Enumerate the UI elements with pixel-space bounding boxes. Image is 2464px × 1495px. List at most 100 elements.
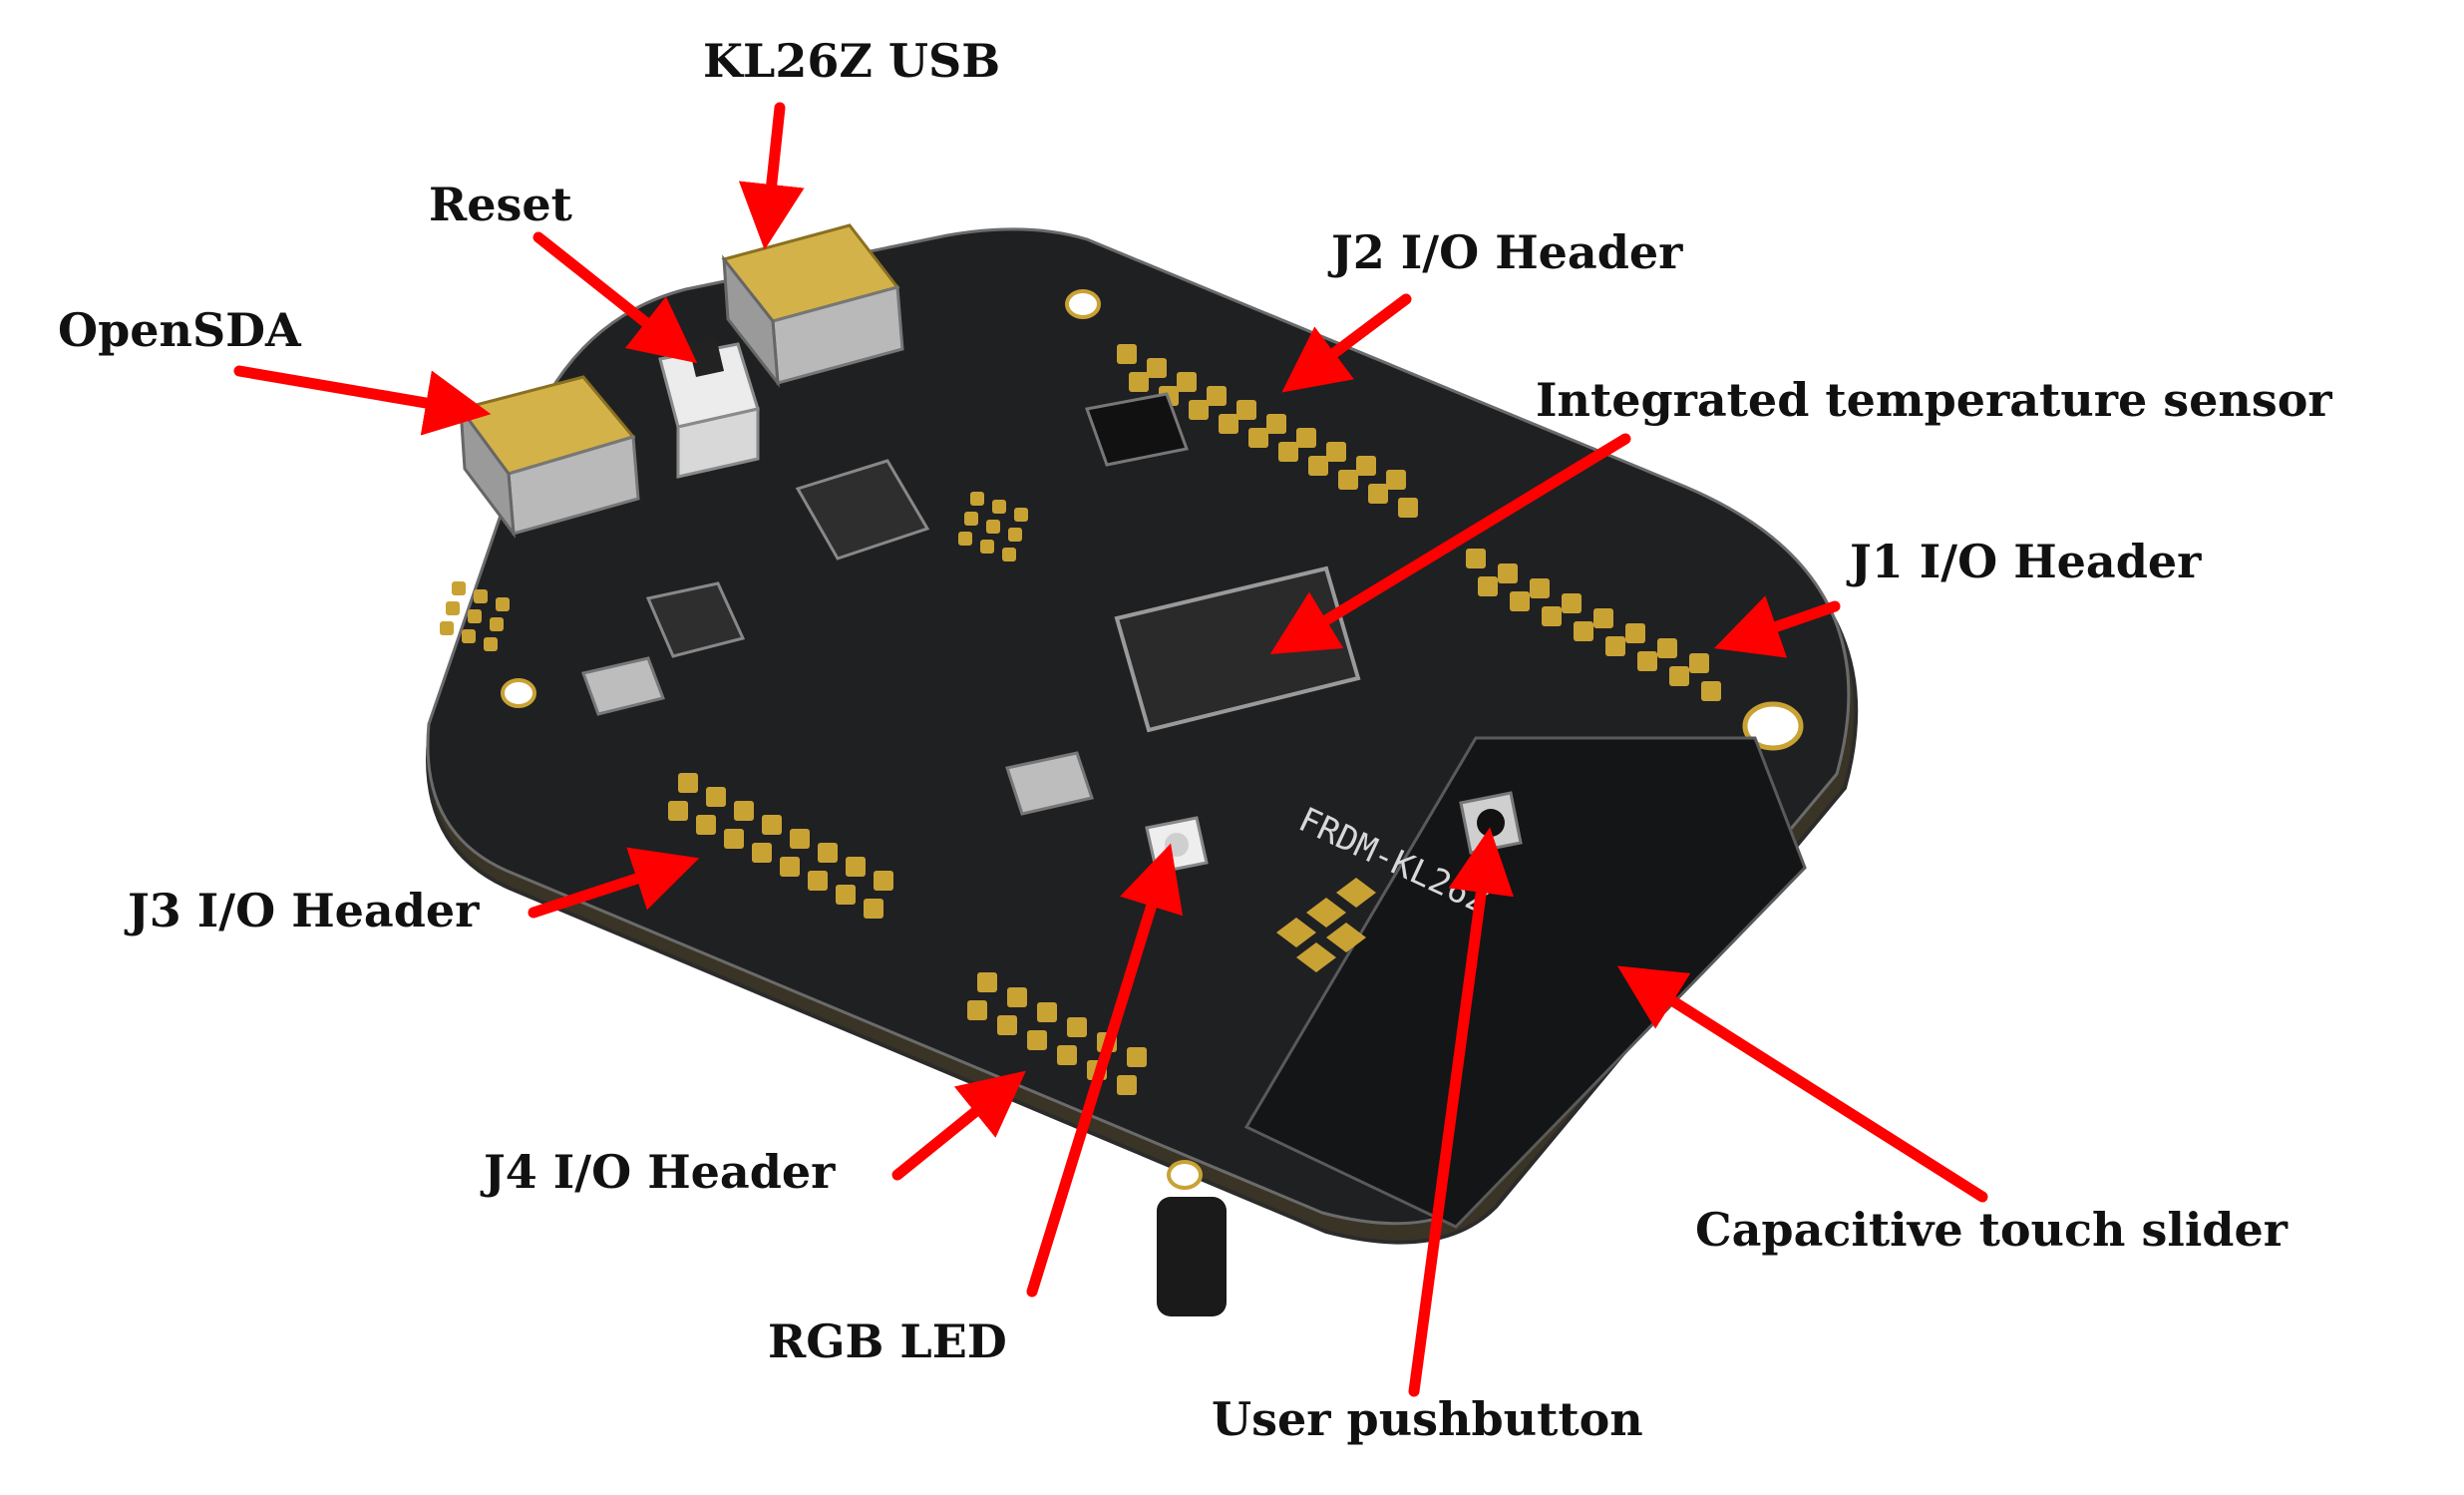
header-pad — [970, 492, 984, 506]
header-pad — [1625, 623, 1645, 643]
header-pad — [997, 1015, 1017, 1035]
header-pad — [752, 843, 772, 863]
mounting-holes — [501, 289, 1804, 1190]
header-pad — [452, 581, 466, 595]
header-pad — [964, 512, 978, 526]
header-pad — [790, 829, 810, 849]
label-rgb-led: RGB LED — [768, 1314, 1007, 1368]
label-opensda: OpenSDA — [58, 303, 301, 357]
arrow-j1-header — [1713, 595, 1841, 658]
header-pad — [846, 857, 866, 877]
header-pad — [1067, 1017, 1087, 1037]
label-j2-header: J2 I/O Header — [1331, 225, 1683, 279]
label-user-pushbutton: User pushbutton — [1212, 1392, 1643, 1446]
header-pad — [678, 773, 698, 793]
header-pad — [992, 500, 1006, 514]
header-pad — [1129, 372, 1149, 392]
header-pad — [1117, 344, 1137, 364]
j1-header-pads — [1466, 549, 1721, 701]
header-pad — [1510, 591, 1530, 611]
header-pad — [1027, 1030, 1047, 1050]
header-pad — [1014, 508, 1028, 522]
arrow-user-pushbutton — [1408, 827, 1515, 1397]
header-pad — [967, 1000, 987, 1020]
crystal — [581, 656, 1094, 816]
arrow-kl26z-usb — [738, 102, 805, 250]
arrow-j3-header — [528, 847, 700, 919]
header-pad — [1266, 414, 1286, 434]
header-pad — [958, 532, 972, 546]
rgb-led — [1145, 816, 1209, 875]
header-pad — [1236, 400, 1256, 420]
header-pad — [1701, 681, 1721, 701]
header-pad — [1593, 608, 1613, 628]
header-pad — [808, 871, 828, 891]
header-pad — [490, 617, 504, 631]
header-pad — [1338, 470, 1358, 490]
header-pad — [474, 589, 488, 603]
header-pad — [1669, 666, 1689, 686]
opensda-usb-connector — [458, 375, 640, 540]
header-pad — [1498, 563, 1518, 583]
reset-button — [658, 337, 760, 479]
header-pad — [1326, 442, 1346, 462]
header-pad — [1248, 428, 1268, 448]
header-pad — [468, 609, 482, 623]
voltage-regulator — [1084, 392, 1190, 467]
header-pad — [1368, 484, 1388, 504]
j3-header-pads — [668, 773, 893, 919]
label-j4-header: J4 I/O Header — [484, 1145, 836, 1199]
header-pad — [980, 540, 994, 554]
header-pad — [874, 871, 893, 891]
header-pad — [1562, 593, 1582, 613]
header-pad — [1466, 549, 1486, 568]
arrow-temp-sensor — [1269, 433, 1631, 654]
header-pad — [440, 621, 454, 635]
header-pad — [1637, 651, 1657, 671]
arrow-j2-header — [1281, 293, 1412, 393]
header-pad — [977, 972, 997, 992]
header-pad — [724, 829, 744, 849]
header-pad — [484, 637, 498, 651]
header-pad — [1037, 1002, 1057, 1022]
header-pad — [1574, 621, 1593, 641]
header-pad — [446, 601, 460, 615]
header-pad — [1008, 528, 1022, 542]
arrow-rgb-led — [1026, 843, 1184, 1298]
header-pad — [1117, 1075, 1137, 1095]
header-pad — [1398, 498, 1418, 518]
header-pad — [1356, 456, 1376, 476]
header-pad — [1219, 414, 1238, 434]
misc-pads — [440, 492, 1028, 651]
header-pad — [1386, 470, 1406, 490]
header-pad — [1002, 548, 1016, 561]
label-j1-header: J1 I/O Header — [1850, 535, 2202, 588]
capacitive-touch-slider — [1243, 736, 1807, 1229]
header-pad — [780, 857, 800, 877]
header-pad — [1657, 638, 1677, 658]
header-pad — [462, 629, 476, 643]
header-pad — [1542, 606, 1562, 626]
header-pad — [496, 597, 510, 611]
header-pad — [1189, 400, 1209, 420]
header-pad — [1127, 1047, 1147, 1067]
header-pad — [1057, 1045, 1077, 1065]
user-pushbutton — [1459, 791, 1523, 855]
opensda-mcu-chip — [795, 459, 930, 561]
secondary-chip — [645, 581, 746, 658]
header-pad — [1278, 442, 1298, 462]
arrow-capacitive-slider — [1616, 965, 1988, 1203]
arrow-j4-header — [891, 1070, 1026, 1181]
callout-arrows — [233, 102, 1988, 1397]
header-pad — [986, 520, 1000, 534]
header-pad — [762, 815, 782, 835]
header-pad — [1689, 653, 1709, 673]
board-standoff — [1157, 1197, 1227, 1316]
header-pad — [1478, 576, 1498, 596]
label-kl26z-usb: KL26Z USB — [703, 34, 1001, 88]
label-reset: Reset — [429, 178, 572, 231]
arrow-reset — [532, 231, 698, 364]
header-pad — [734, 801, 754, 821]
